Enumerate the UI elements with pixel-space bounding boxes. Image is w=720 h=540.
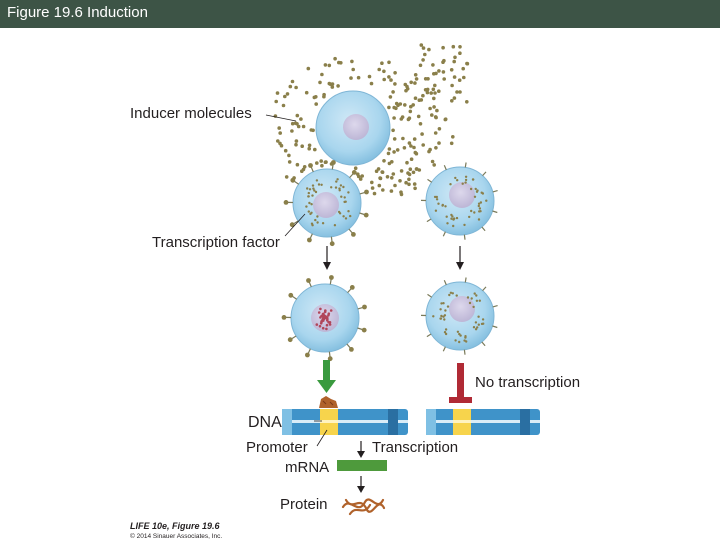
credit-figure: LIFE 10e, Figure 19.6	[130, 521, 221, 531]
title-bar: Figure 19.6 Induction	[0, 0, 720, 28]
label-inducer-molecules: Inducer molecules	[130, 105, 252, 122]
translation-arrow	[357, 476, 365, 493]
non-responding-cell-upper	[420, 162, 498, 240]
transcription-arrow	[357, 441, 365, 458]
activator-bound	[319, 396, 338, 408]
label-protein: Protein	[280, 496, 328, 513]
label-dna: DNA	[248, 414, 282, 431]
inducer-molecules-cloud	[273, 43, 470, 197]
dna-left	[282, 409, 408, 435]
tf-leader-line	[284, 213, 306, 237]
label-promoter: Promoter	[246, 439, 308, 456]
promoter-leader-line	[316, 429, 328, 447]
transcription-block-bar	[449, 363, 472, 403]
inducer-leader-line	[265, 114, 297, 122]
credit-copyright: © 2014 Sinauer Associates, Inc.	[130, 532, 222, 540]
arrow-right-upper	[456, 246, 464, 270]
label-transcription-factor: Transcription factor	[152, 234, 280, 251]
label-no-transcription: No transcription	[475, 374, 580, 391]
arrow-left-upper	[323, 246, 331, 270]
label-transcription: Transcription	[372, 439, 458, 456]
responding-cell-upper	[283, 160, 369, 247]
non-responding-cell-lower	[420, 277, 498, 355]
signaling-cell	[315, 90, 391, 166]
label-mrna: mRNA	[285, 459, 329, 476]
figure-title: Figure 19.6 Induction	[7, 4, 148, 21]
responding-cell-lower	[281, 275, 367, 362]
mrna-strand	[337, 460, 387, 471]
dna-right	[426, 409, 540, 435]
protein-squiggle	[341, 498, 386, 516]
activation-arrow	[317, 360, 336, 393]
